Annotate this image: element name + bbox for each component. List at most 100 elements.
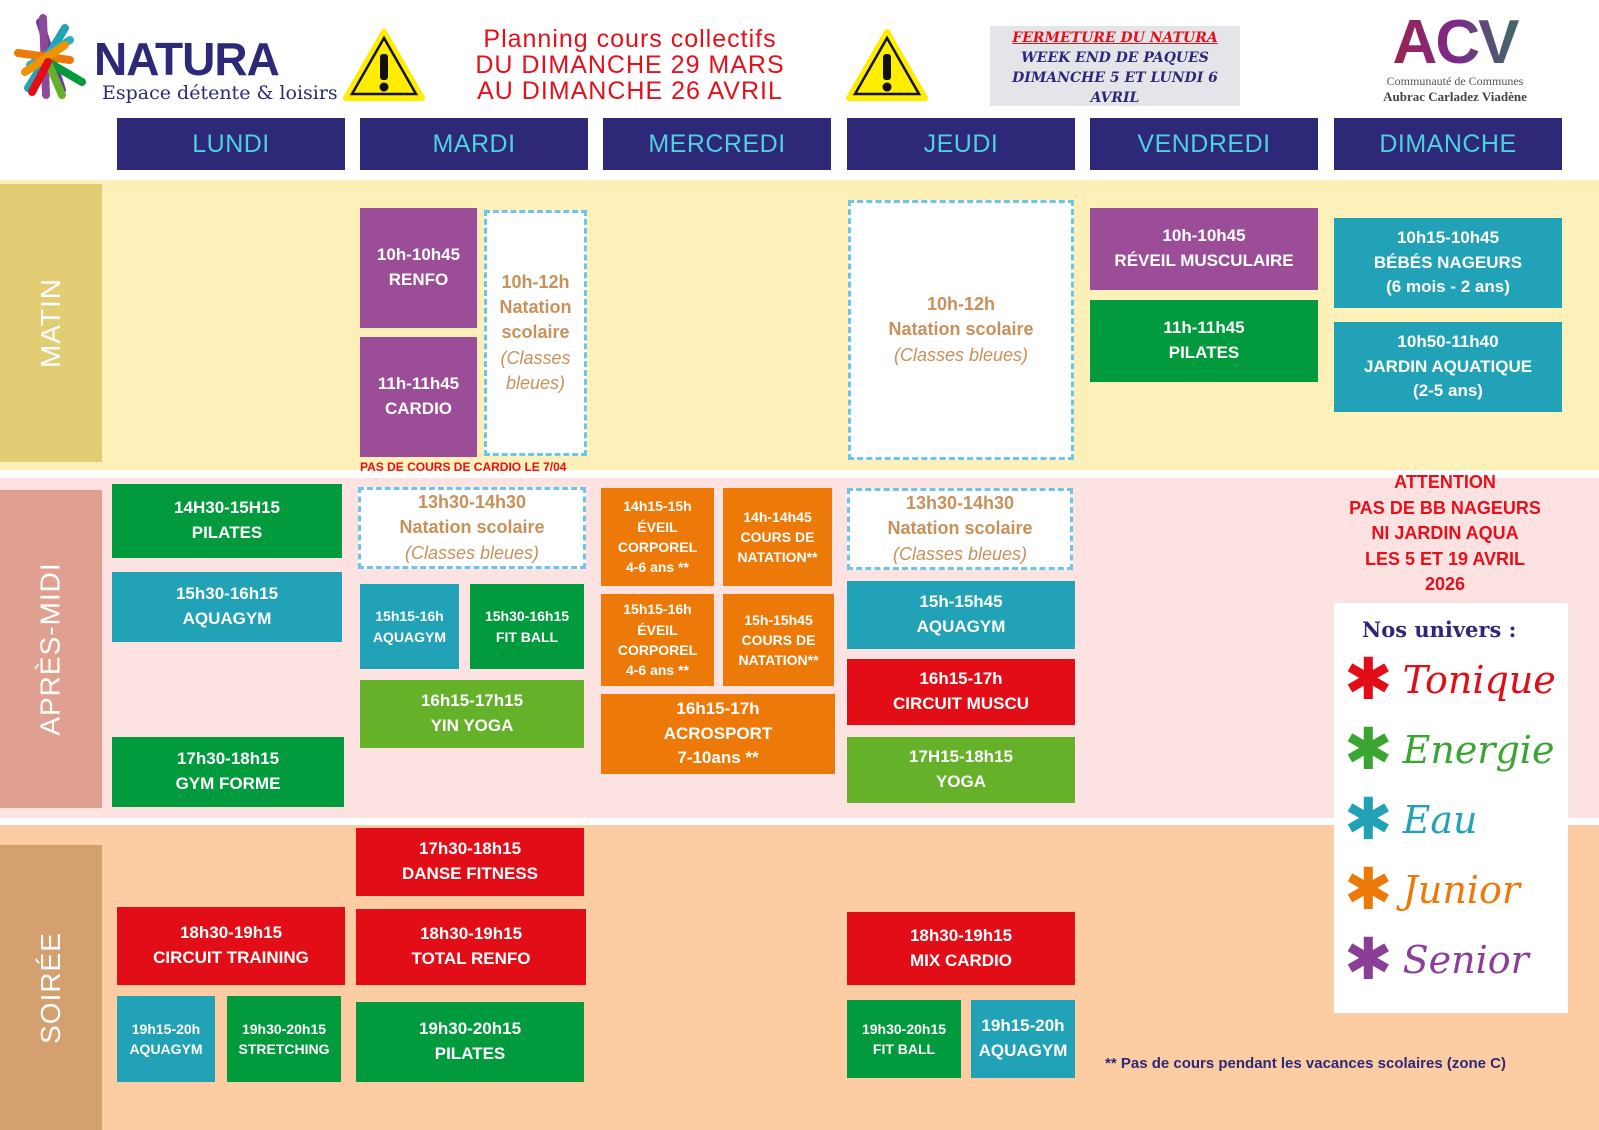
day-header-dimanche: DIMANCHE: [1334, 118, 1562, 170]
class-text: MIX CARDIO: [910, 950, 1012, 970]
class-text: STRETCHING: [238, 1041, 330, 1057]
class-text: 10h-12h: [926, 294, 996, 315]
class-text: 16h15-17h: [919, 669, 1003, 689]
logo-tagline: Espace détente & loisirs: [102, 82, 338, 104]
class-text: 18h30-19h15: [909, 925, 1013, 945]
section-label-afternoon: APRÈS-MIDI: [0, 490, 102, 808]
class-text: CORPOREL: [617, 642, 698, 658]
class-text: CIRCUIT MUSCU: [893, 694, 1029, 713]
attention-line: NI JARDIN AQUA: [1371, 523, 1519, 543]
univers-name: Junior: [1402, 868, 1520, 912]
warning-icon: [343, 29, 425, 101]
class-text: 15h30-16h15: [175, 584, 279, 604]
class-text: 15h15-16h: [623, 601, 692, 618]
class-text: GYM FORME: [175, 774, 281, 793]
class-text: 7-10ans **: [677, 748, 759, 768]
cardio-note: PAS DE COURS DE CARDIO LE 7/04: [360, 460, 567, 474]
class-text: 19h30-20h15: [861, 1020, 947, 1037]
class-text: CORPOREL: [617, 539, 698, 555]
section-label-morning: MATIN: [0, 184, 102, 462]
class-text: 4-6 ans **: [625, 559, 690, 576]
class-text: FIT BALL: [872, 1041, 936, 1057]
class-text: 17h30-18h15: [418, 839, 522, 859]
class-text: 15h30-16h15: [484, 608, 570, 625]
class-text: 19h15-20h: [981, 1016, 1065, 1036]
univers-item: ✱Energie: [1344, 721, 1554, 779]
class-text: 11h-11h45: [377, 374, 460, 394]
class-text: 14h-14h45: [743, 508, 812, 525]
class-text: NATATION**: [738, 652, 819, 669]
day-header-mardi: MARDI: [360, 118, 588, 170]
day-header-jeudi: JEUDI: [847, 118, 1075, 170]
class-text: DANSE FITNESS: [401, 864, 539, 883]
class-text: NATATION**: [737, 549, 818, 566]
class-text: AQUAGYM: [916, 617, 1006, 636]
class-text: 10h15-10h45: [1396, 228, 1500, 248]
univers-name: Tonique: [1402, 658, 1556, 702]
closing-line: DIMANCHE 5 ET LUNDI 6: [1012, 70, 1218, 86]
class-text: scolaire: [501, 322, 570, 343]
section-label-evening: SOIRÉE: [0, 845, 102, 1130]
attention-line: LES 5 ET 19 AVRIL: [1364, 548, 1526, 569]
page-title: Planning cours collectifs DU DIMANCHE 29…: [440, 26, 820, 104]
attention-notice: ATTENTION PAS DE BB NAGEURS NI JARDIN AQ…: [1334, 470, 1556, 598]
day-header-vendredi: VENDREDI: [1090, 118, 1318, 170]
class-text: 10h50-11h40: [1397, 332, 1499, 352]
attention-line: ATTENTION: [1394, 472, 1496, 492]
natura-logo: NATURA Espace détente & loisirs: [10, 10, 340, 110]
star-icon: ✱: [1344, 927, 1393, 992]
class-text: 13h30-14h30: [417, 492, 527, 513]
class-text: COURS DE: [740, 528, 815, 545]
univers-name: Eau: [1402, 798, 1478, 842]
class-text: Natation scolaire: [888, 319, 1034, 340]
class-subtext: (Classes: [500, 347, 571, 368]
closing-heading: FERMETURE DU NATURA: [1012, 30, 1218, 46]
class-text: 19h30-20h15: [241, 1020, 327, 1037]
title-line: DU DIMANCHE 29 MARS: [475, 51, 785, 79]
attention-line: 2026: [1424, 574, 1466, 594]
class-text: CIRCUIT TRAINING: [153, 948, 309, 967]
class-text: AQUAGYM: [978, 1041, 1068, 1060]
class-text: 14H30-15H15: [174, 498, 280, 518]
acv-line1: Communauté de Communes: [1386, 74, 1524, 88]
class-text: Natation scolaire: [399, 517, 545, 538]
section-label-text: APRÈS-MIDI: [35, 562, 67, 736]
class-text: RENFO: [388, 270, 449, 289]
class-text: 15h-15h45: [919, 592, 1003, 612]
class-text: 14h15-15h: [623, 498, 692, 515]
class-subtext: (Classes bleues): [893, 344, 1029, 365]
acv-line2: Aubrac Carladez Viadène: [1383, 89, 1527, 104]
star-icon: ✱: [1344, 647, 1393, 712]
acv-logo-letters: ACV: [1355, 12, 1555, 74]
morning-band: [0, 180, 1599, 470]
footnote: ** Pas de cours pendant les vacances sco…: [1105, 1055, 1507, 1072]
section-label-text: MATIN: [35, 277, 66, 369]
univers-legend: Nos univers : ✱Tonique✱Energie✱Eau✱Junio…: [1334, 603, 1568, 1013]
class-text: PILATES: [434, 1044, 506, 1063]
class-text: RÉVEIL MUSCULAIRE: [1114, 251, 1294, 270]
class-subtext: bleues): [505, 372, 566, 393]
class-text: 18h30-19h15: [179, 923, 283, 943]
class-text: 16h15-17h15: [420, 691, 524, 711]
class-text: 4-6 ans **: [625, 662, 690, 679]
univers-item: ✱Eau: [1344, 791, 1477, 849]
class-text: 17h30-18h15: [176, 749, 280, 769]
class-text: Natation: [499, 297, 572, 318]
